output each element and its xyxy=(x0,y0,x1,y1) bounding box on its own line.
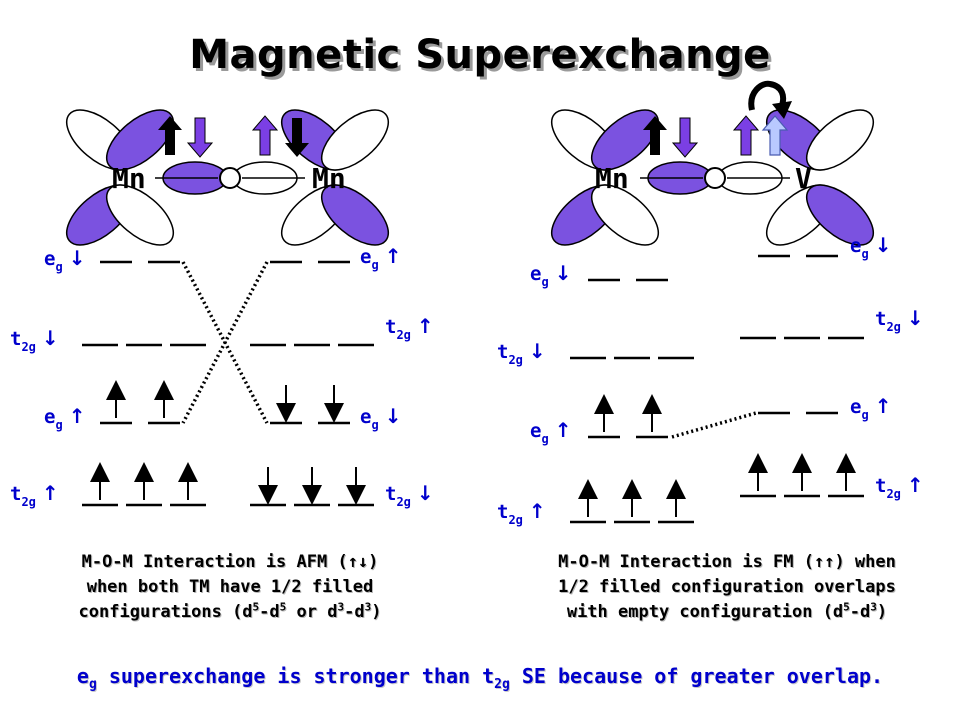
mn-lobe-upper-right xyxy=(591,109,659,171)
curved-flip-arrow-icon xyxy=(748,80,792,119)
v-lobe-upper-right xyxy=(806,109,874,171)
mn-left-lobe-lower-right xyxy=(106,184,174,246)
left-caption-line-1: M-O-M Interaction is AFM (↑↓) xyxy=(81,552,379,572)
right-overlap-line xyxy=(671,411,757,439)
spin-down-arrow-icon xyxy=(671,117,699,158)
right-orbital-scheme: Mn V xyxy=(551,80,874,246)
spin-up-arrow-icon xyxy=(732,115,760,156)
level-label: t2g↑ xyxy=(497,499,546,527)
spin-up-arrow-icon xyxy=(643,116,667,155)
page-title: Magnetic Superexchange xyxy=(189,32,771,78)
right-caption-line-3: with empty configuration (d5-d3) xyxy=(566,600,888,622)
right-energy-levels xyxy=(570,254,864,524)
level-label: eg↓ xyxy=(44,246,85,274)
oxygen-center-ring xyxy=(219,167,241,189)
level-label: t2g↑ xyxy=(385,314,434,342)
right-level-labels: eg↓ t2g↓ eg↑ t2g↑ eg↓ t2g↓ eg↑ t2g↑ xyxy=(497,233,924,527)
right-caption-line-2: 1/2 filled configuration overlaps xyxy=(558,577,896,597)
right-caption: M-O-M Interaction is FM (↑↑) when 1/2 fi… xyxy=(497,550,957,625)
left-caption-line-2: when both TM have 1/2 filled xyxy=(86,577,374,597)
level-label: eg↑ xyxy=(850,394,891,422)
left-overlap-line-2 xyxy=(181,261,269,424)
left-atom-o: O xyxy=(230,182,231,184)
level-label: eg↑ xyxy=(44,404,85,432)
level-label: t2g↓ xyxy=(497,339,546,367)
mn-right-lobe-lower-right xyxy=(321,184,389,246)
v-lobe-lower-right xyxy=(806,184,874,246)
conclusion-note: eg superexchange is stronger than t2g SE… xyxy=(76,664,884,692)
mn-left-lobe-upper-right xyxy=(106,109,174,171)
left-orbital-scheme: Mn Mn xyxy=(66,109,389,246)
mn-lobe-lower-right xyxy=(591,184,659,246)
left-caption-line-3: configurations (d5-d5 or d3-d3) xyxy=(78,600,382,622)
oxygen-center-ring xyxy=(704,167,726,189)
mn-right-lobe-upper-right xyxy=(321,109,389,171)
left-level-labels: eg↓ t2g↓ eg↑ t2g↑ eg↑ t2g↑ eg↓ t2g↓ xyxy=(10,244,434,509)
level-label: eg↑ xyxy=(530,418,571,446)
level-label: t2g↑ xyxy=(875,473,924,501)
right-atom-v: V xyxy=(795,162,812,195)
level-label: eg↓ xyxy=(360,404,401,432)
spin-down-arrow-icon xyxy=(186,117,214,158)
level-label: t2g↑ xyxy=(10,481,59,509)
left-energy-levels xyxy=(82,260,374,507)
level-label: eg↑ xyxy=(360,244,401,272)
spin-up-arrow-icon xyxy=(158,116,182,155)
left-atom-mn1: Mn xyxy=(112,162,146,195)
spin-up-arrow-icon xyxy=(251,115,279,156)
level-label: t2g↓ xyxy=(385,481,434,509)
spin-down-arrow-icon xyxy=(285,118,309,157)
right-caption-line-1: M-O-M Interaction is FM (↑↑) when xyxy=(558,552,896,572)
left-caption: M-O-M Interaction is AFM (↑↓) when both … xyxy=(0,550,460,625)
level-label: eg↓ xyxy=(850,233,891,261)
level-label: t2g↓ xyxy=(875,306,924,334)
spin-up-arrow-icon xyxy=(761,115,789,156)
level-label: eg↓ xyxy=(530,261,571,289)
left-atom-mn2: Mn xyxy=(312,162,346,195)
right-atom-mn: Mn xyxy=(595,162,629,195)
level-label: t2g↓ xyxy=(10,326,59,354)
right-atom-o: O xyxy=(715,182,716,184)
